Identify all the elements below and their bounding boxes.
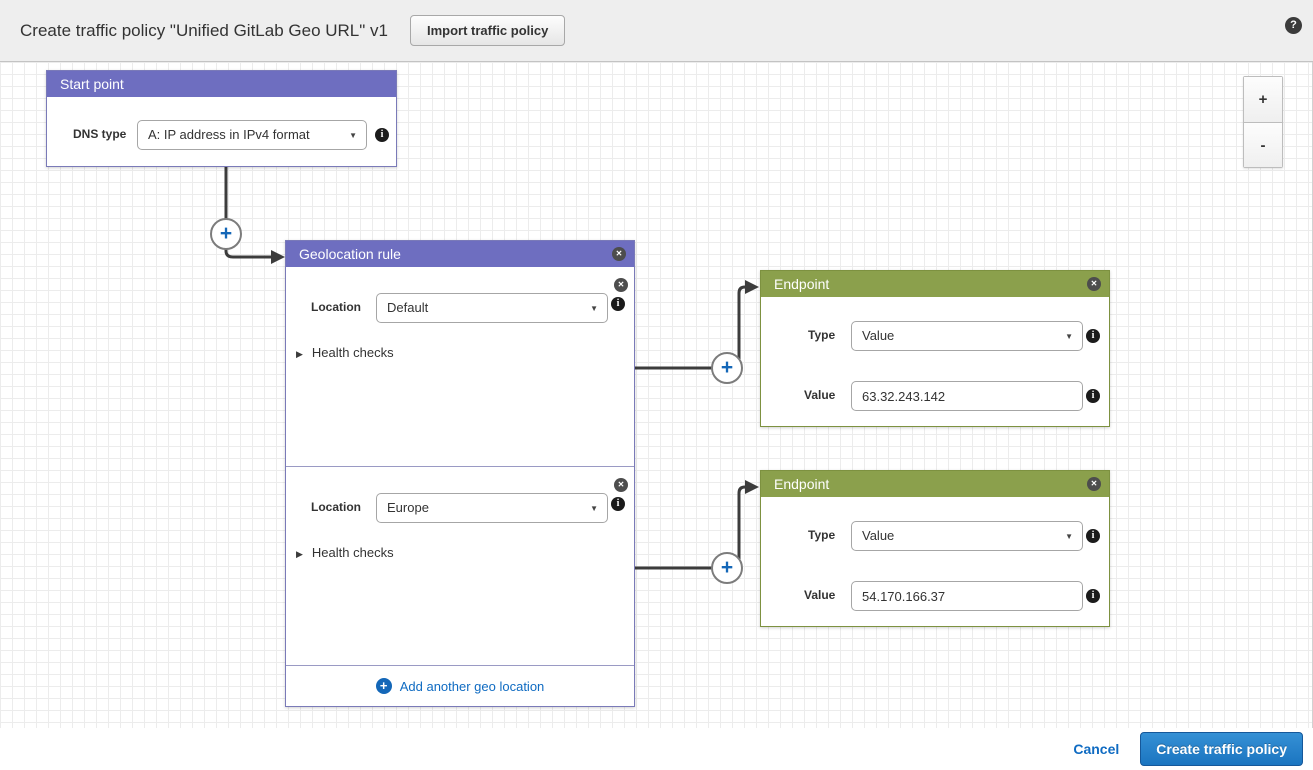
start-point-title: Start point	[60, 76, 124, 92]
value-info-icon[interactable]: i	[1086, 589, 1100, 603]
import-traffic-policy-button[interactable]: Import traffic policy	[409, 15, 566, 46]
triangle-right-icon: ▶	[296, 349, 303, 359]
close-icon[interactable]: ✕	[1087, 277, 1101, 291]
add-rule-connector-button[interactable]: +	[210, 218, 242, 250]
zoom-controls: + -	[1243, 76, 1283, 168]
add-geo-location-link[interactable]: Add another geo location	[399, 678, 545, 694]
top-header-bar: Create traffic policy "Unified GitLab Ge…	[0, 0, 1313, 62]
value-info-icon[interactable]: i	[1086, 389, 1100, 403]
location-value: Europe	[387, 500, 429, 515]
location-value: Default	[387, 300, 429, 315]
triangle-right-icon: ▶	[296, 549, 303, 559]
endpoint-value-input[interactable]	[851, 381, 1083, 411]
type-value: Value	[862, 528, 895, 543]
page-title: Create traffic policy "Unified GitLab Ge…	[20, 20, 388, 40]
type-value: Value	[862, 328, 895, 343]
geo-section-europe: ✕ Location Europe ▼ i ▶ Health checks	[286, 466, 634, 667]
health-checks-expander[interactable]: ▶ Health checks	[296, 545, 394, 560]
health-checks-expander[interactable]: ▶ Health checks	[296, 345, 394, 360]
location-info-icon[interactable]: i	[611, 497, 625, 511]
add-rule-connector-button[interactable]: +	[711, 352, 743, 384]
zoom-out-button[interactable]: -	[1244, 122, 1282, 167]
endpoint-node-1: Endpoint ✕ Type Value ▼ i Value i	[760, 270, 1110, 427]
endpoint-type-dropdown[interactable]: Value ▼	[851, 321, 1083, 351]
endpoint-body: Type Value ▼ i Value i	[761, 297, 1109, 428]
cancel-button[interactable]: Cancel	[1073, 740, 1120, 757]
type-info-icon[interactable]: i	[1086, 329, 1100, 343]
geolocation-rule-node: Geolocation rule ✕ ✕ Location Default ▼ …	[285, 240, 635, 707]
close-icon[interactable]: ✕	[1087, 477, 1101, 491]
endpoint-node-2: Endpoint ✕ Type Value ▼ i Value i	[760, 470, 1110, 627]
zoom-in-button[interactable]: +	[1244, 77, 1282, 122]
value-label: Value	[804, 388, 836, 402]
chevron-down-icon: ▼	[590, 304, 598, 313]
chevron-down-icon: ▼	[1065, 332, 1073, 341]
start-point-body: DNS type A: IP address in IPv4 format ▼ …	[47, 97, 396, 168]
chevron-down-icon: ▼	[349, 131, 357, 140]
chevron-down-icon: ▼	[1065, 532, 1073, 541]
endpoint-title: Endpoint	[774, 276, 830, 292]
start-point-node: Start point DNS type A: IP address in IP…	[46, 70, 397, 167]
close-icon[interactable]: ✕	[614, 478, 628, 492]
location-label: Location	[311, 500, 361, 514]
endpoint-header: Endpoint ✕	[761, 471, 1109, 497]
dns-type-label: DNS type	[73, 127, 127, 141]
location-dropdown[interactable]: Europe ▼	[376, 493, 608, 523]
type-label: Type	[808, 528, 836, 542]
dns-type-info-icon[interactable]: i	[375, 128, 389, 142]
location-info-icon[interactable]: i	[611, 297, 625, 311]
value-label: Value	[804, 588, 836, 602]
geolocation-rule-title: Geolocation rule	[299, 246, 401, 262]
add-rule-connector-button[interactable]: +	[711, 552, 743, 584]
geo-section-default: ✕ Location Default ▼ i ▶ Health checks	[286, 267, 634, 466]
health-checks-label: Health checks	[311, 545, 394, 560]
endpoint-type-dropdown[interactable]: Value ▼	[851, 521, 1083, 551]
dns-type-dropdown[interactable]: A: IP address in IPv4 format ▼	[137, 120, 367, 150]
geolocation-rule-header: Geolocation rule ✕	[286, 241, 634, 267]
dns-type-value: A: IP address in IPv4 format	[148, 127, 310, 142]
close-icon[interactable]: ✕	[614, 278, 628, 292]
close-icon[interactable]: ✕	[612, 247, 626, 261]
add-geo-location-row[interactable]: + Add another geo location	[286, 665, 634, 706]
start-point-header: Start point	[47, 71, 396, 97]
chevron-down-icon: ▼	[590, 504, 598, 513]
bottom-action-bar: Cancel Create traffic policy	[0, 727, 1313, 769]
policy-editor-canvas: + + + Start point DNS type A: IP address…	[0, 62, 1313, 728]
endpoint-value-input[interactable]	[851, 581, 1083, 611]
help-icon[interactable]: ?	[1285, 17, 1302, 34]
type-label: Type	[808, 328, 836, 342]
type-info-icon[interactable]: i	[1086, 529, 1100, 543]
endpoint-body: Type Value ▼ i Value i	[761, 497, 1109, 628]
endpoint-header: Endpoint ✕	[761, 271, 1109, 297]
location-label: Location	[311, 300, 361, 314]
create-traffic-policy-button[interactable]: Create traffic policy	[1140, 731, 1303, 766]
health-checks-label: Health checks	[311, 345, 394, 360]
location-dropdown[interactable]: Default ▼	[376, 293, 608, 323]
endpoint-title: Endpoint	[774, 476, 830, 492]
plus-icon: +	[375, 678, 392, 694]
